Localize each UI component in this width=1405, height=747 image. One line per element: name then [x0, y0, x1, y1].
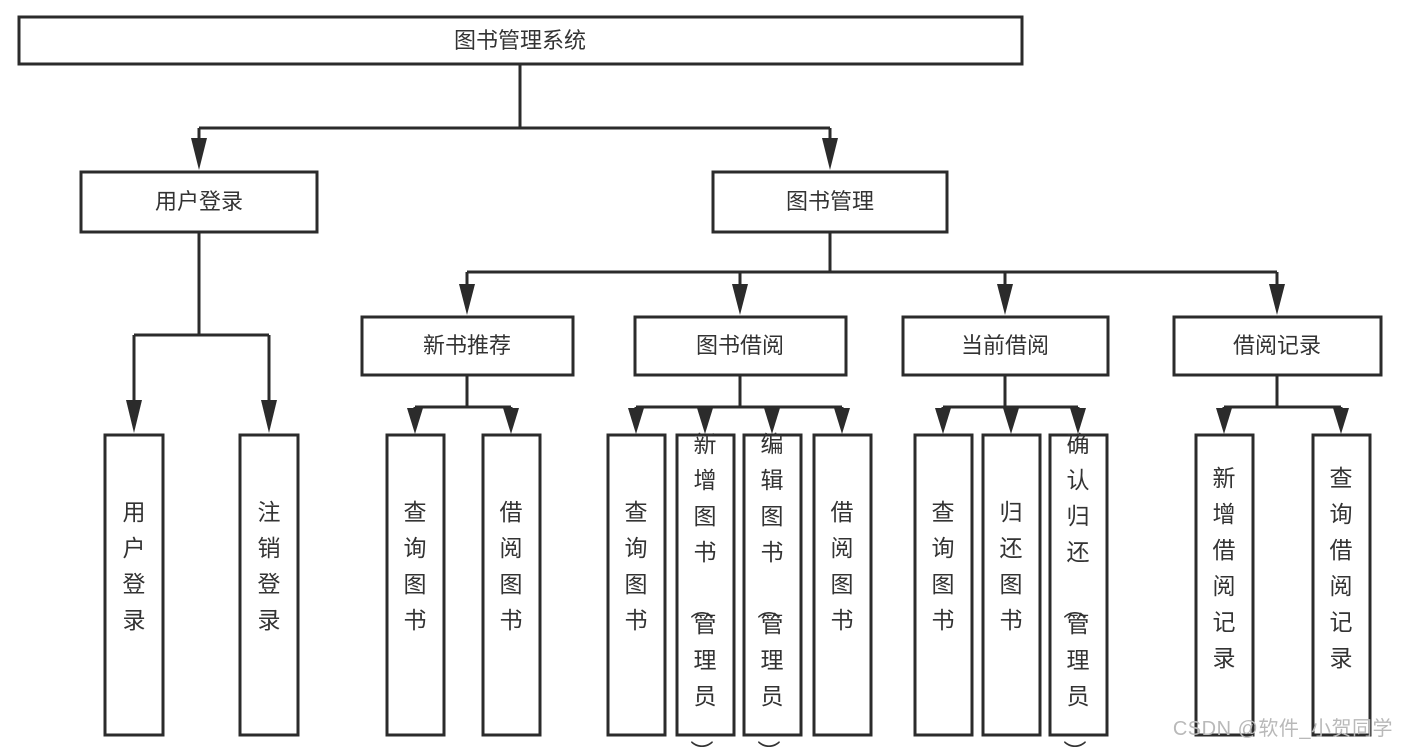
node-new-book-recommend[interactable]: 新书推荐 — [360, 315, 575, 377]
node-leaf-query-record-label: 查询借阅记录 — [1330, 465, 1353, 671]
node-leaf-borrow-book-1-label: 借阅图书 — [500, 499, 523, 633]
node-leaf-logout-label: 注销登录 — [258, 499, 281, 633]
node-current-borrow[interactable]: 当前借阅 — [901, 315, 1110, 377]
node-borrow-record-box[interactable] — [1172, 315, 1383, 377]
connectors-group — [126, 65, 1349, 434]
node-leaf-add-record-label: 新增借阅记录 — [1213, 465, 1236, 671]
arrowhead-leaf-query-record — [1333, 408, 1349, 434]
node-leaf-add-record[interactable]: 新增借阅记录 — [1194, 433, 1255, 737]
node-current-borrow-label: 当前借阅 — [961, 333, 1049, 358]
node-leaf-borrow-book-2-label: 借阅图书 — [831, 499, 854, 633]
node-book-manage[interactable]: 图书管理 — [711, 170, 949, 234]
node-new-book-recommend-label: 新书推荐 — [423, 333, 511, 358]
node-leaf-query-record[interactable]: 查询借阅记录 — [1311, 433, 1372, 737]
node-book-manage-label: 图书管理 — [786, 189, 874, 214]
node-leaf-edit-book[interactable]: 编辑图书（管理员） — [742, 431, 803, 747]
node-leaf-query-book-1-label: 查询图书 — [404, 499, 427, 633]
arrowhead-leaf-user-login — [126, 400, 142, 433]
node-book-manage-box[interactable] — [711, 170, 949, 234]
node-current-borrow-box[interactable] — [901, 315, 1110, 377]
node-user-login-label: 用户登录 — [155, 189, 243, 214]
arrowhead-leaf-query-book-2 — [628, 408, 644, 434]
node-leaf-confirm-return[interactable]: 确认归还（管理员） — [1048, 431, 1109, 747]
node-new-book-recommend-box[interactable] — [360, 315, 575, 377]
node-leaf-confirm-return-box[interactable] — [1048, 433, 1109, 737]
node-leaf-query-book-3-label: 查询图书 — [932, 499, 955, 633]
node-leaf-edit-book-label: 编辑图书（管理员） — [756, 431, 784, 747]
node-leaf-user-login-box[interactable] — [103, 433, 165, 737]
node-leaf-borrow-book-1-box[interactable] — [481, 433, 542, 737]
node-leaf-query-book-2-label: 查询图书 — [625, 499, 648, 633]
node-book-borrow-box[interactable] — [633, 315, 848, 377]
arrowhead-leaf-return-book — [1003, 408, 1019, 434]
arrowhead-leaf-confirm-return — [1070, 408, 1086, 434]
node-leaf-user-login-label: 用户登录 — [123, 499, 146, 633]
node-user-login[interactable]: 用户登录 — [79, 170, 319, 234]
node-leaf-query-book-2[interactable]: 查询图书 — [606, 433, 667, 737]
node-leaf-query-book-3-box[interactable] — [913, 433, 974, 737]
node-leaf-borrow-book-2[interactable]: 借阅图书 — [812, 433, 873, 737]
node-leaf-return-book-box[interactable] — [981, 433, 1042, 737]
node-leaf-borrow-book-1[interactable]: 借阅图书 — [481, 433, 542, 737]
arrowhead-leaf-borrow-book-1 — [503, 408, 519, 434]
arrowhead-user-login — [191, 138, 207, 170]
arrowhead-leaf-borrow-book-2 — [834, 408, 850, 434]
node-book-borrow-label: 图书借阅 — [696, 333, 784, 358]
node-leaf-logout[interactable]: 注销登录 — [238, 433, 300, 737]
node-leaf-add-record-box[interactable] — [1194, 433, 1255, 737]
node-leaf-query-book-1[interactable]: 查询图书 — [385, 433, 446, 737]
arrowhead-book-manage — [822, 138, 838, 170]
node-leaf-query-book-3[interactable]: 查询图书 — [913, 433, 974, 737]
arrowhead-leaf-logout — [261, 400, 277, 433]
arrowhead-book-borrow — [732, 284, 748, 315]
node-leaf-user-login[interactable]: 用户登录 — [103, 433, 165, 737]
arrowhead-leaf-query-book-3 — [935, 408, 951, 434]
arrowhead-leaf-query-book-1 — [407, 408, 423, 434]
node-root[interactable]: 图书管理系统 — [17, 15, 1024, 66]
node-leaf-query-record-box[interactable] — [1311, 433, 1372, 737]
node-leaf-query-book-1-box[interactable] — [385, 433, 446, 737]
arrowhead-leaf-edit-book — [764, 408, 780, 434]
node-book-borrow[interactable]: 图书借阅 — [633, 315, 848, 377]
arrowhead-borrow-record — [1269, 284, 1285, 315]
arrowhead-new-book-recommend — [459, 284, 475, 315]
node-leaf-return-book-label: 归还图书 — [1000, 499, 1023, 633]
node-leaf-add-book[interactable]: 新增图书（管理员） — [675, 431, 736, 747]
node-leaf-add-book-box[interactable] — [675, 433, 736, 737]
arrowhead-leaf-add-book — [697, 408, 713, 434]
arrowhead-leaf-add-record — [1216, 408, 1232, 434]
node-user-login-box[interactable] — [79, 170, 319, 234]
node-leaf-logout-box[interactable] — [238, 433, 300, 737]
arrowhead-current-borrow — [997, 284, 1013, 315]
node-leaf-return-book[interactable]: 归还图书 — [981, 433, 1042, 737]
node-leaf-add-book-label: 新增图书（管理员） — [689, 431, 717, 747]
node-borrow-record[interactable]: 借阅记录 — [1172, 315, 1383, 377]
node-root-label: 图书管理系统 — [454, 28, 586, 53]
node-leaf-query-book-2-box[interactable] — [606, 433, 667, 737]
node-leaf-edit-book-box[interactable] — [742, 433, 803, 737]
node-leaf-borrow-book-2-box[interactable] — [812, 433, 873, 737]
node-leaf-confirm-return-label: 确认归还（管理员） — [1062, 431, 1090, 747]
node-root-box[interactable] — [17, 15, 1024, 66]
node-borrow-record-label: 借阅记录 — [1233, 333, 1321, 358]
